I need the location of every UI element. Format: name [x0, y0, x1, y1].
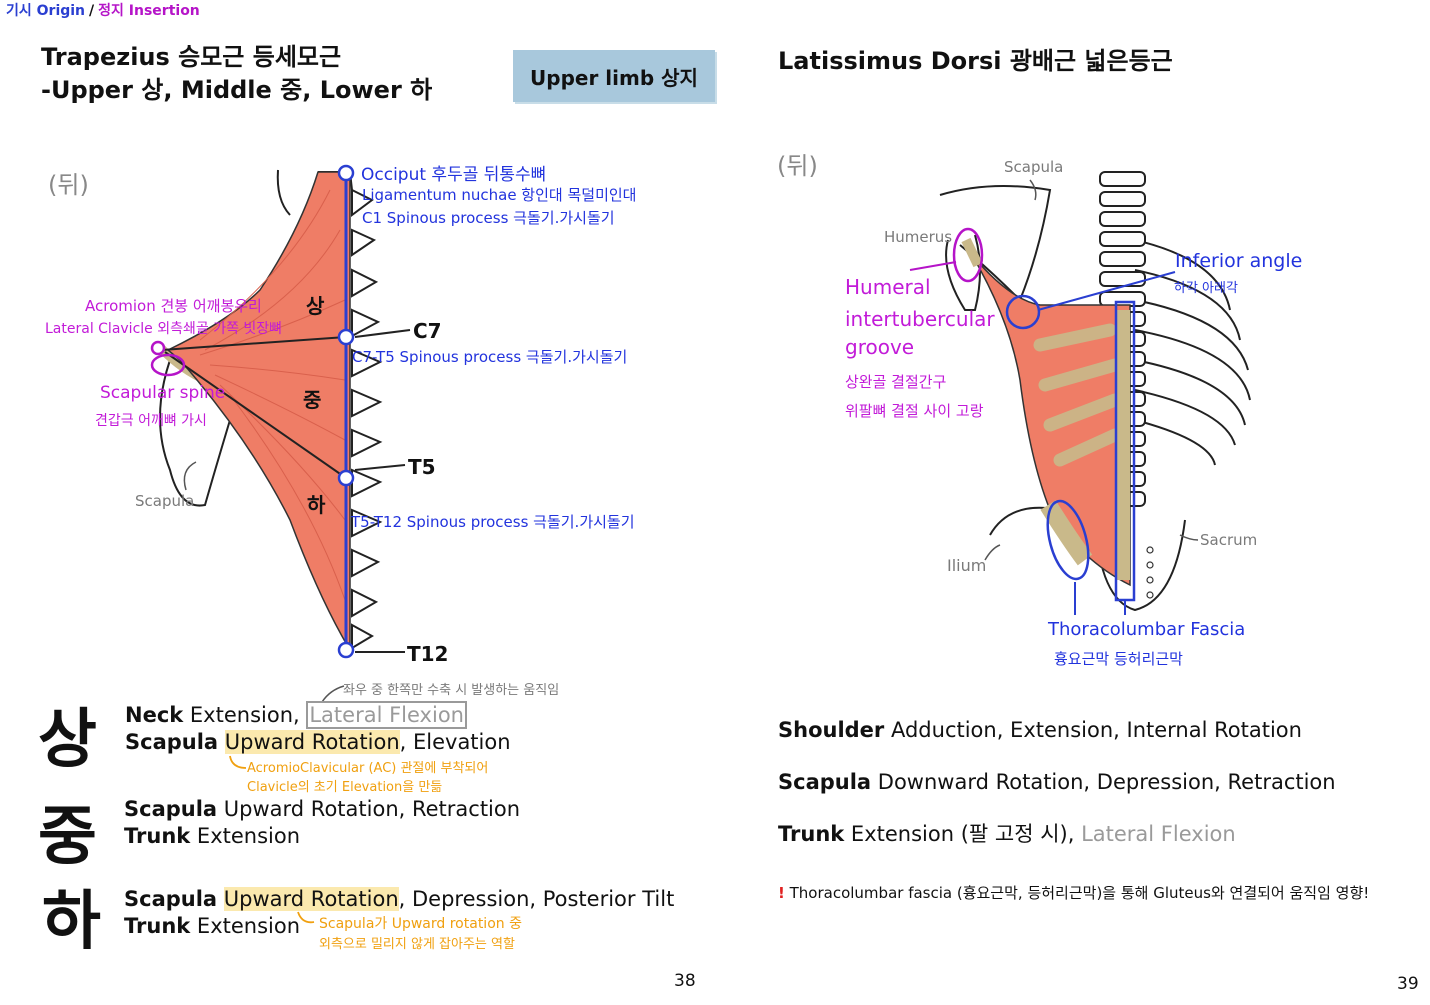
label-thoracolumbar-fascia: Thoracolumbar Fascia [1048, 619, 1246, 640]
label-inferior-angle-kr: 하각 아래각 [1174, 281, 1238, 296]
upper-note-1: AcromioClavicular (AC) 관절에 부착되어 [247, 761, 489, 776]
label-humeral-3: groove [845, 335, 915, 359]
label-scapular-spine: Scapular spine [100, 383, 226, 403]
lower-scapula-line: Scapula Upward Rotation, Depression, Pos… [124, 887, 675, 911]
shoulder-function: Shoulder Adduction, Extension, Internal … [778, 718, 1302, 742]
middle-trunk-line: Trunk Extension [124, 824, 301, 848]
label-humeral-1: Humeral [845, 275, 931, 299]
right-title: Latissimus Dorsi 광배근 넓은등근 [778, 47, 1173, 75]
legend-separator: / [89, 3, 95, 19]
big-lower: 하 [42, 885, 101, 959]
upper-scapula-line: Scapula Upward Rotation, Elevation [125, 730, 511, 754]
label-ligamentum: Ligamentum nuchae 항인대 목덜미인대 [362, 186, 637, 204]
fascia-warning: ! Thoracolumbar fascia (흉요근막, 등허리근막)을 통해… [778, 882, 1369, 903]
region-middle-label: 중 [303, 388, 322, 412]
page-number-right: 39 [1397, 974, 1419, 994]
legend-insertion: 정지 Insertion [98, 3, 200, 19]
label-c1: C1 Spinous process 극돌기.가시돌기 [362, 209, 615, 227]
label-thoracolumbar-fascia-kr: 흉요근막 등허리근막 [1054, 650, 1183, 668]
label-c7: C7 [413, 319, 442, 343]
label-t5: T5 [408, 455, 436, 479]
middle-scapula-line: Scapula Upward Rotation, Retraction [124, 797, 521, 821]
label-humeral-2: intertubercular [845, 307, 995, 331]
label-acromion: Acromion 견봉 어깨봉우리 [85, 297, 262, 315]
middle-functions: Scapula Upward Rotation, Retraction Trun… [124, 796, 520, 850]
lower-note-2: 외측으로 밀리지 않게 잡아주는 역할 [319, 937, 515, 952]
left-view-label: (뒤) [48, 171, 89, 199]
page-number-left: 38 [674, 971, 696, 991]
label-t12: T12 [407, 642, 449, 666]
big-upper: 상 [38, 703, 97, 777]
label-occiput: Occiput 후두골 뒤통수뼈 [361, 165, 547, 185]
big-middle: 중 [38, 800, 97, 874]
label-scapular-spine-kr: 견갑극 어깨뼈 가시 [95, 413, 207, 429]
lower-trunk-line: Trunk Extension [124, 914, 301, 938]
legend-origin: 기시 Origin [6, 3, 86, 19]
warning-text: Thoracolumbar fascia (흉요근막, 등허리근막)을 통해 G… [789, 884, 1370, 902]
legend: 기시 Origin/정지 Insertion [6, 0, 200, 20]
label-clavicle: Lateral Clavicle 외측쇄골 가쪽 빗장뼈 [45, 321, 283, 337]
scapula-function: Scapula Downward Rotation, Depression, R… [778, 770, 1336, 794]
label-scapula-left: Scapula [135, 492, 195, 510]
lower-upward-rotation-highlight: Upward Rotation [223, 887, 399, 911]
lateral-flexion-box: Lateral Flexion [306, 701, 467, 729]
left-title-line2: -Upper 상, Middle 중, Lower 하 [41, 76, 433, 104]
unilateral-note: 좌우 중 한쪽만 수축 시 발생하는 움직임 [343, 683, 560, 698]
label-scapula-right: Scapula [1004, 158, 1064, 176]
label-inferior-angle: Inferior angle [1175, 250, 1303, 272]
left-title-line1: Trapezius 승모근 등세모근 [41, 43, 342, 71]
upper-functions: Neck Extension, Lateral Flexion Scapula … [125, 701, 511, 756]
label-sacrum: Sacrum [1200, 531, 1258, 549]
upper-limb-tag: Upper limb 상지 [513, 50, 715, 102]
label-humerus: Humerus [884, 228, 953, 246]
label-t5-t12: T5-T12 Spinous process 극돌기.가시돌기 [351, 513, 635, 531]
left-title: Trapezius 승모근 등세모근 -Upper 상, Middle 중, L… [41, 41, 432, 107]
label-ilium: Ilium [947, 556, 987, 575]
label-humeral-kr-2: 위팔뼈 결절 사이 고랑 [845, 402, 984, 420]
label-humeral-kr-1: 상완골 결절간구 [845, 373, 947, 391]
trunk-function: Trunk Extension (팔 고정 시), Lateral Flexio… [778, 822, 1236, 846]
upper-note-2: Clavicle의 초기 Elevation을 만듦 [247, 780, 443, 795]
region-lower-label: 하 [307, 493, 326, 517]
right-view-label: (뒤) [777, 152, 818, 180]
region-upper-label: 상 [306, 294, 325, 318]
lower-functions: Scapula Upward Rotation, Depression, Pos… [124, 886, 674, 940]
upper-neck-line: Neck Extension, Lateral Flexion [125, 701, 511, 729]
label-c7-t5: C7-T5 Spinous process 극돌기.가시돌기 [352, 348, 628, 366]
lower-note-1: Scapula가 Upward rotation 중 [319, 916, 522, 932]
exclamation-icon: ! [778, 884, 785, 902]
lateral-flexion-muted: Lateral Flexion [1081, 822, 1236, 846]
upward-rotation-highlight: Upward Rotation [224, 730, 400, 754]
